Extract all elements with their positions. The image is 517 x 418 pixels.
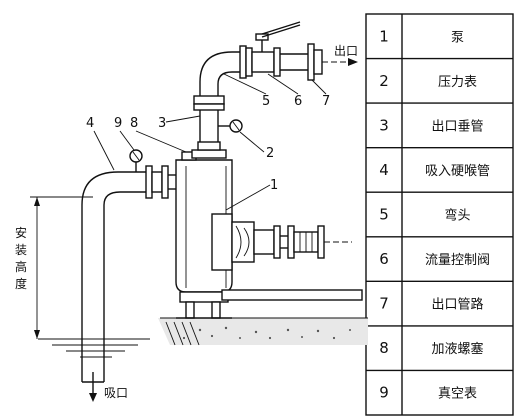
legend-part-name: 出口管路 bbox=[431, 297, 483, 313]
legend-part-name: 吸入硬喉管 bbox=[425, 164, 490, 179]
flow-control-valve bbox=[245, 21, 301, 77]
callout-6: 6 bbox=[294, 94, 302, 109]
legend-table: 1 泵 2 压力表 3 出口垂管 4 吸入硬喉管 5 弯头 6 流量控制阀 7 出口管路 8 加液螺塞 9 真空表 bbox=[365, 13, 514, 416]
legend-number: 2 bbox=[379, 72, 389, 90]
legend-number: 7 bbox=[379, 295, 389, 313]
legend-part-name: 弯头 bbox=[444, 208, 470, 224]
legend-part-name: 泵 bbox=[451, 30, 464, 45]
callout-5: 5 bbox=[262, 94, 270, 109]
outlet-pipeline: 出口 bbox=[280, 43, 358, 81]
legend-number: 5 bbox=[379, 206, 389, 224]
inlet-arrow: 吸口 bbox=[89, 372, 128, 402]
install-height-label-1: 安 bbox=[15, 225, 27, 240]
outlet-label: 出口 bbox=[334, 44, 358, 58]
legend-number: 4 bbox=[379, 161, 389, 179]
pump-body bbox=[175, 151, 363, 319]
inlet-label: 吸口 bbox=[104, 386, 128, 400]
callout-7: 7 bbox=[322, 94, 330, 109]
outlet-vertical-pipe bbox=[191, 95, 243, 159]
callout-1: 1 bbox=[270, 178, 278, 193]
legend-part-name: 加液螺塞 bbox=[431, 341, 483, 357]
callout-3: 3 bbox=[158, 116, 166, 131]
vacuum-gauge bbox=[129, 149, 143, 172]
elbow bbox=[199, 45, 247, 96]
install-height-label-3: 高 bbox=[15, 259, 27, 274]
legend-part-name: 出口垂管 bbox=[431, 119, 483, 134]
legend-part-name: 流量控制阀 bbox=[425, 253, 490, 268]
callout-8: 8 bbox=[130, 116, 138, 131]
install-height-label-4: 度 bbox=[15, 276, 27, 291]
legend-number: 3 bbox=[379, 116, 389, 134]
legend-part-name: 压力表 bbox=[438, 75, 477, 90]
callout-4: 4 bbox=[86, 116, 94, 131]
legend-number: 9 bbox=[379, 384, 389, 402]
legend-number: 6 bbox=[379, 250, 389, 268]
suction-hard-hose bbox=[81, 165, 176, 383]
callout-2: 2 bbox=[266, 146, 274, 161]
legend-part-name: 真空表 bbox=[438, 387, 477, 402]
ground-and-water bbox=[38, 317, 368, 358]
install-height-label-2: 装 bbox=[15, 243, 27, 257]
callouts: 4 9 8 3 1 2 5 6 7 bbox=[86, 73, 330, 211]
legend-number: 8 bbox=[379, 339, 389, 357]
legend-number: 1 bbox=[379, 27, 389, 45]
callout-9: 9 bbox=[114, 116, 122, 131]
